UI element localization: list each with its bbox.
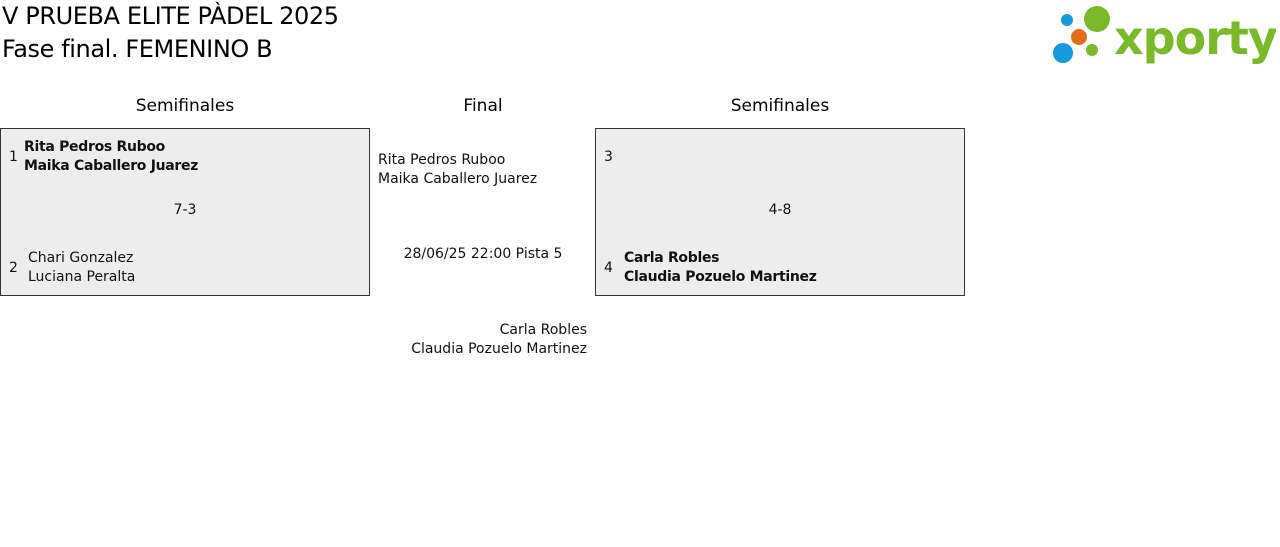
logo-dot-green-large bbox=[1084, 6, 1110, 32]
seed-number: 4 bbox=[604, 260, 613, 276]
logo-dot-orange bbox=[1071, 29, 1087, 45]
seed-number: 1 bbox=[9, 149, 18, 165]
column-header-semifinales-right: Semifinales bbox=[730, 96, 830, 116]
column-header-semifinales-left: Semifinales bbox=[135, 96, 235, 116]
pair-winner: Rita Pedros Ruboo Maika Caballero Juarez bbox=[24, 138, 198, 176]
final-pair-top: Rita Pedros Ruboo Maika Caballero Juarez bbox=[378, 151, 537, 189]
player-name: Rita Pedros Ruboo bbox=[378, 152, 506, 168]
phase-title: Fase final. FEMENINO B bbox=[2, 35, 273, 63]
player-name: Claudia Pozuelo Martinez bbox=[411, 341, 587, 357]
match-score: 4-8 bbox=[768, 202, 792, 218]
player-name: Maika Caballero Juarez bbox=[24, 158, 199, 174]
logo-dot-blue-large bbox=[1053, 43, 1073, 63]
final-schedule: 28/06/25 22:00 Pista 5 bbox=[403, 246, 563, 262]
player-name: Carla Robles bbox=[499, 322, 587, 338]
player-name: Chari Gonzalez bbox=[28, 250, 134, 266]
match-score: 7-3 bbox=[173, 202, 197, 218]
logo-dot-green-small bbox=[1086, 44, 1098, 56]
xporty-logo: xporty bbox=[1053, 6, 1276, 65]
final-pair-bottom: Carla Robles Claudia Pozuelo Martinez bbox=[370, 321, 587, 359]
column-header-final: Final bbox=[463, 96, 503, 116]
player-name: Rita Pedros Ruboo bbox=[24, 139, 166, 155]
logo-dot-blue-small bbox=[1061, 14, 1073, 26]
pair-loser: Chari Gonzalez Luciana Peralta bbox=[28, 249, 135, 287]
pair-winner: Carla Robles Claudia Pozuelo Martinez bbox=[624, 249, 817, 287]
tournament-title: V PRUEBA ELITE PÀDEL 2025 bbox=[2, 2, 339, 30]
player-name: Claudia Pozuelo Martinez bbox=[624, 269, 817, 285]
semifinal-match-left[interactable]: 1 Rita Pedros Ruboo Maika Caballero Juar… bbox=[0, 128, 370, 296]
seed-number: 3 bbox=[604, 149, 613, 165]
logo-wordmark: xporty bbox=[1114, 11, 1276, 65]
semifinal-match-right[interactable]: 3 4-8 4 Carla Robles Claudia Pozuelo Mar… bbox=[595, 128, 965, 296]
seed-number: 2 bbox=[9, 260, 18, 276]
player-name: Maika Caballero Juarez bbox=[378, 171, 538, 187]
player-name: Carla Robles bbox=[624, 250, 720, 266]
player-name: Luciana Peralta bbox=[28, 269, 136, 285]
